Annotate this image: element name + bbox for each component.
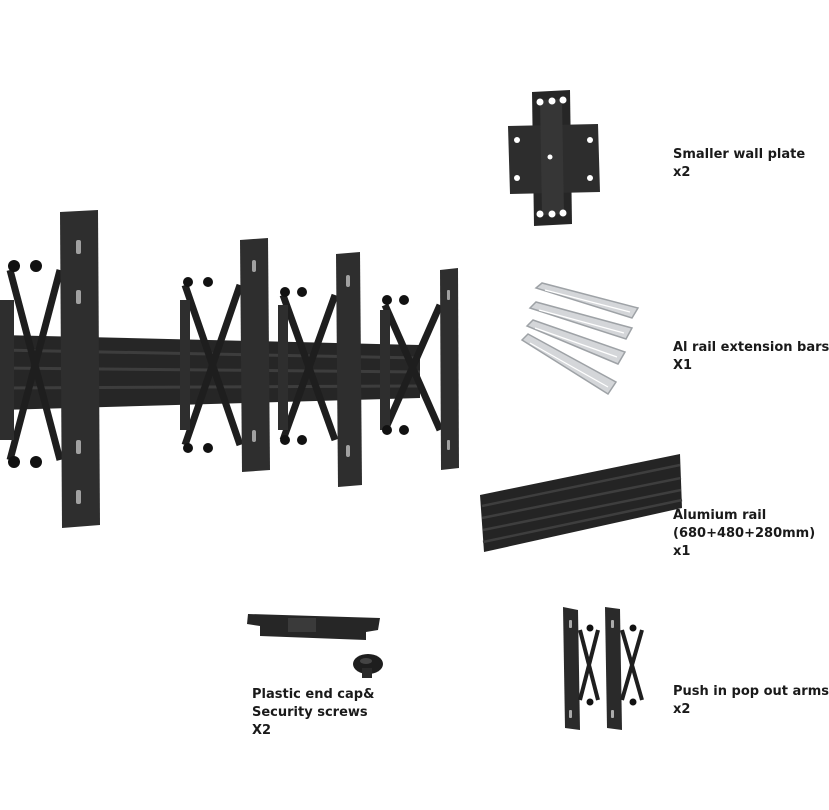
end-cap-name: Plastic end cap& (252, 687, 375, 702)
wall-plate-label: Smaller wall plate x2 (673, 146, 805, 182)
pop-out-arms-image (563, 607, 644, 730)
end-cap-qty: X2 (252, 723, 272, 738)
alu-rail-image (480, 454, 683, 552)
pop-out-arms-name: Push in pop out arms (673, 684, 829, 699)
wall-plate-qty: x2 (673, 165, 691, 180)
extension-bars-image (520, 282, 640, 396)
end-cap-detail: Security screws (252, 705, 368, 720)
extension-bars-name: Al rail extension bars (673, 340, 829, 355)
alu-rail-label: Alumium rail (680+480+280mm) x1 (673, 507, 815, 561)
extension-bars-qty: X1 (673, 358, 693, 373)
end-cap-image (247, 614, 383, 678)
security-screw-image (353, 654, 383, 678)
pop-out-arms-qty: x2 (673, 702, 691, 717)
wall-plate-name: Smaller wall plate (673, 147, 806, 162)
assembled-mount-image (0, 210, 459, 528)
alu-rail-detail: (680+480+280mm) (673, 526, 816, 541)
pop-out-arms-label: Push in pop out arms x2 (673, 683, 829, 719)
extension-bars-label: Al rail extension bars X1 (673, 339, 829, 375)
product-image (0, 90, 683, 730)
alu-rail-qty: x1 (673, 544, 691, 559)
alu-rail-name: Alumium rail (673, 508, 767, 523)
end-cap-label: Plastic end cap& Security screws X2 (252, 686, 374, 740)
wall-plate-image (508, 90, 600, 226)
